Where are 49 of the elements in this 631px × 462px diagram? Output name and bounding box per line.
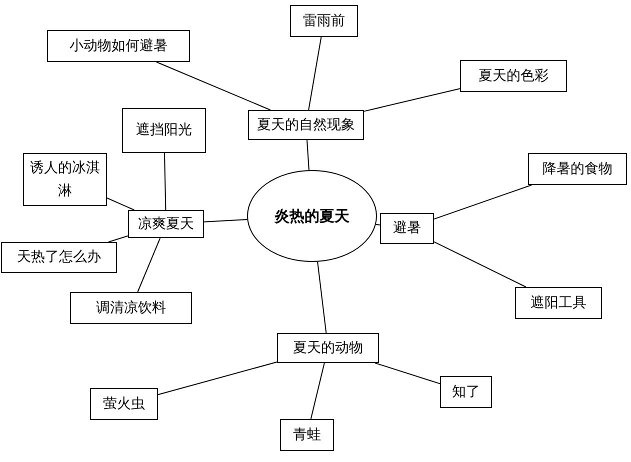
topic-box <box>1 242 117 273</box>
connector-line <box>434 184 532 220</box>
topic-box <box>440 376 492 408</box>
connector-line <box>156 62 271 110</box>
topic-text: 遮挡阳光 <box>136 121 192 140</box>
connector-line <box>204 219 248 222</box>
topic-text: 降暑的食物 <box>542 160 612 179</box>
connector-line <box>158 362 278 396</box>
topic-text: 夏天的色彩 <box>478 66 548 86</box>
topic-box <box>47 30 190 62</box>
topic-box <box>290 5 358 37</box>
topic-box <box>122 108 206 153</box>
connector-line <box>375 224 380 226</box>
topic-text: 雷雨前 <box>303 12 345 31</box>
connector-line <box>164 152 166 210</box>
connector-line <box>106 198 135 210</box>
topic-text: 知了 <box>452 382 480 402</box>
topic-text: 天热了怎么办 <box>17 248 101 268</box>
connector-line <box>108 235 128 242</box>
topic-text: 炎热的夏天 <box>274 206 350 227</box>
topic-text: 遮阳工具 <box>530 294 586 313</box>
connector-line <box>137 238 161 292</box>
topic-text: 小动物如何避暑 <box>70 36 168 56</box>
topic-text: 凉爽夏天 <box>138 214 194 234</box>
connector-line <box>364 88 460 112</box>
topic-box <box>528 153 627 185</box>
connector-line <box>374 362 440 384</box>
topic-box <box>515 287 602 319</box>
topic-box <box>280 419 334 451</box>
connector-line <box>310 362 325 420</box>
topic-text: 夏天的动物 <box>293 338 363 358</box>
topic-text: 避暑 <box>393 219 421 238</box>
topic-box <box>90 388 158 420</box>
topic-box <box>70 292 192 324</box>
topic-box <box>460 60 567 92</box>
topic-box <box>380 213 434 244</box>
connector-line <box>308 36 322 110</box>
topic-text: 青蛙 <box>293 426 321 445</box>
topic-text: 萤火虫 <box>103 394 145 414</box>
topic-box <box>248 110 364 140</box>
topic-text: 调清凉饮料 <box>96 298 166 318</box>
topic-box <box>23 153 107 206</box>
connector-line <box>434 241 526 288</box>
topic-box <box>128 210 204 238</box>
connector-line <box>317 261 327 334</box>
topic-box <box>277 333 379 363</box>
connector-line <box>306 140 310 171</box>
topic-text: 夏天的自然现象 <box>257 116 355 135</box>
topic-text: 诱人的冰淇淋 <box>29 159 101 200</box>
